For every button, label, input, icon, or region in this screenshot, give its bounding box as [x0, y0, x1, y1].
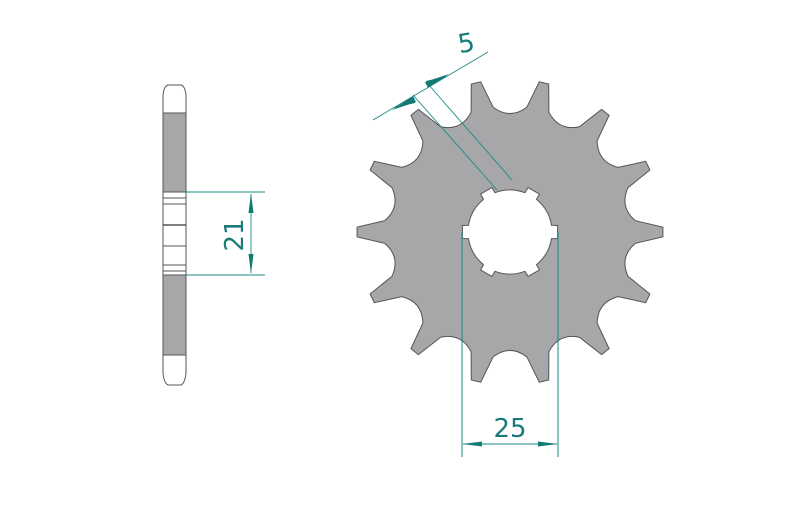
- sprocket-body: [356, 81, 664, 383]
- dimension-25-label: 25: [493, 414, 526, 444]
- side-body-lower: [162, 274, 187, 356]
- side-body-upper: [162, 112, 187, 193]
- front-view: [356, 81, 664, 383]
- dimension-5: 5: [372, 28, 513, 191]
- side-view: [162, 84, 187, 386]
- dimension-21-label: 21: [220, 218, 250, 251]
- dimension-5-label: 5: [456, 28, 478, 60]
- side-tooth-bottom: [162, 354, 187, 386]
- dimension-25: 25: [461, 232, 559, 457]
- side-tooth-top: [162, 84, 187, 114]
- dimension-21: 21: [186, 191, 265, 276]
